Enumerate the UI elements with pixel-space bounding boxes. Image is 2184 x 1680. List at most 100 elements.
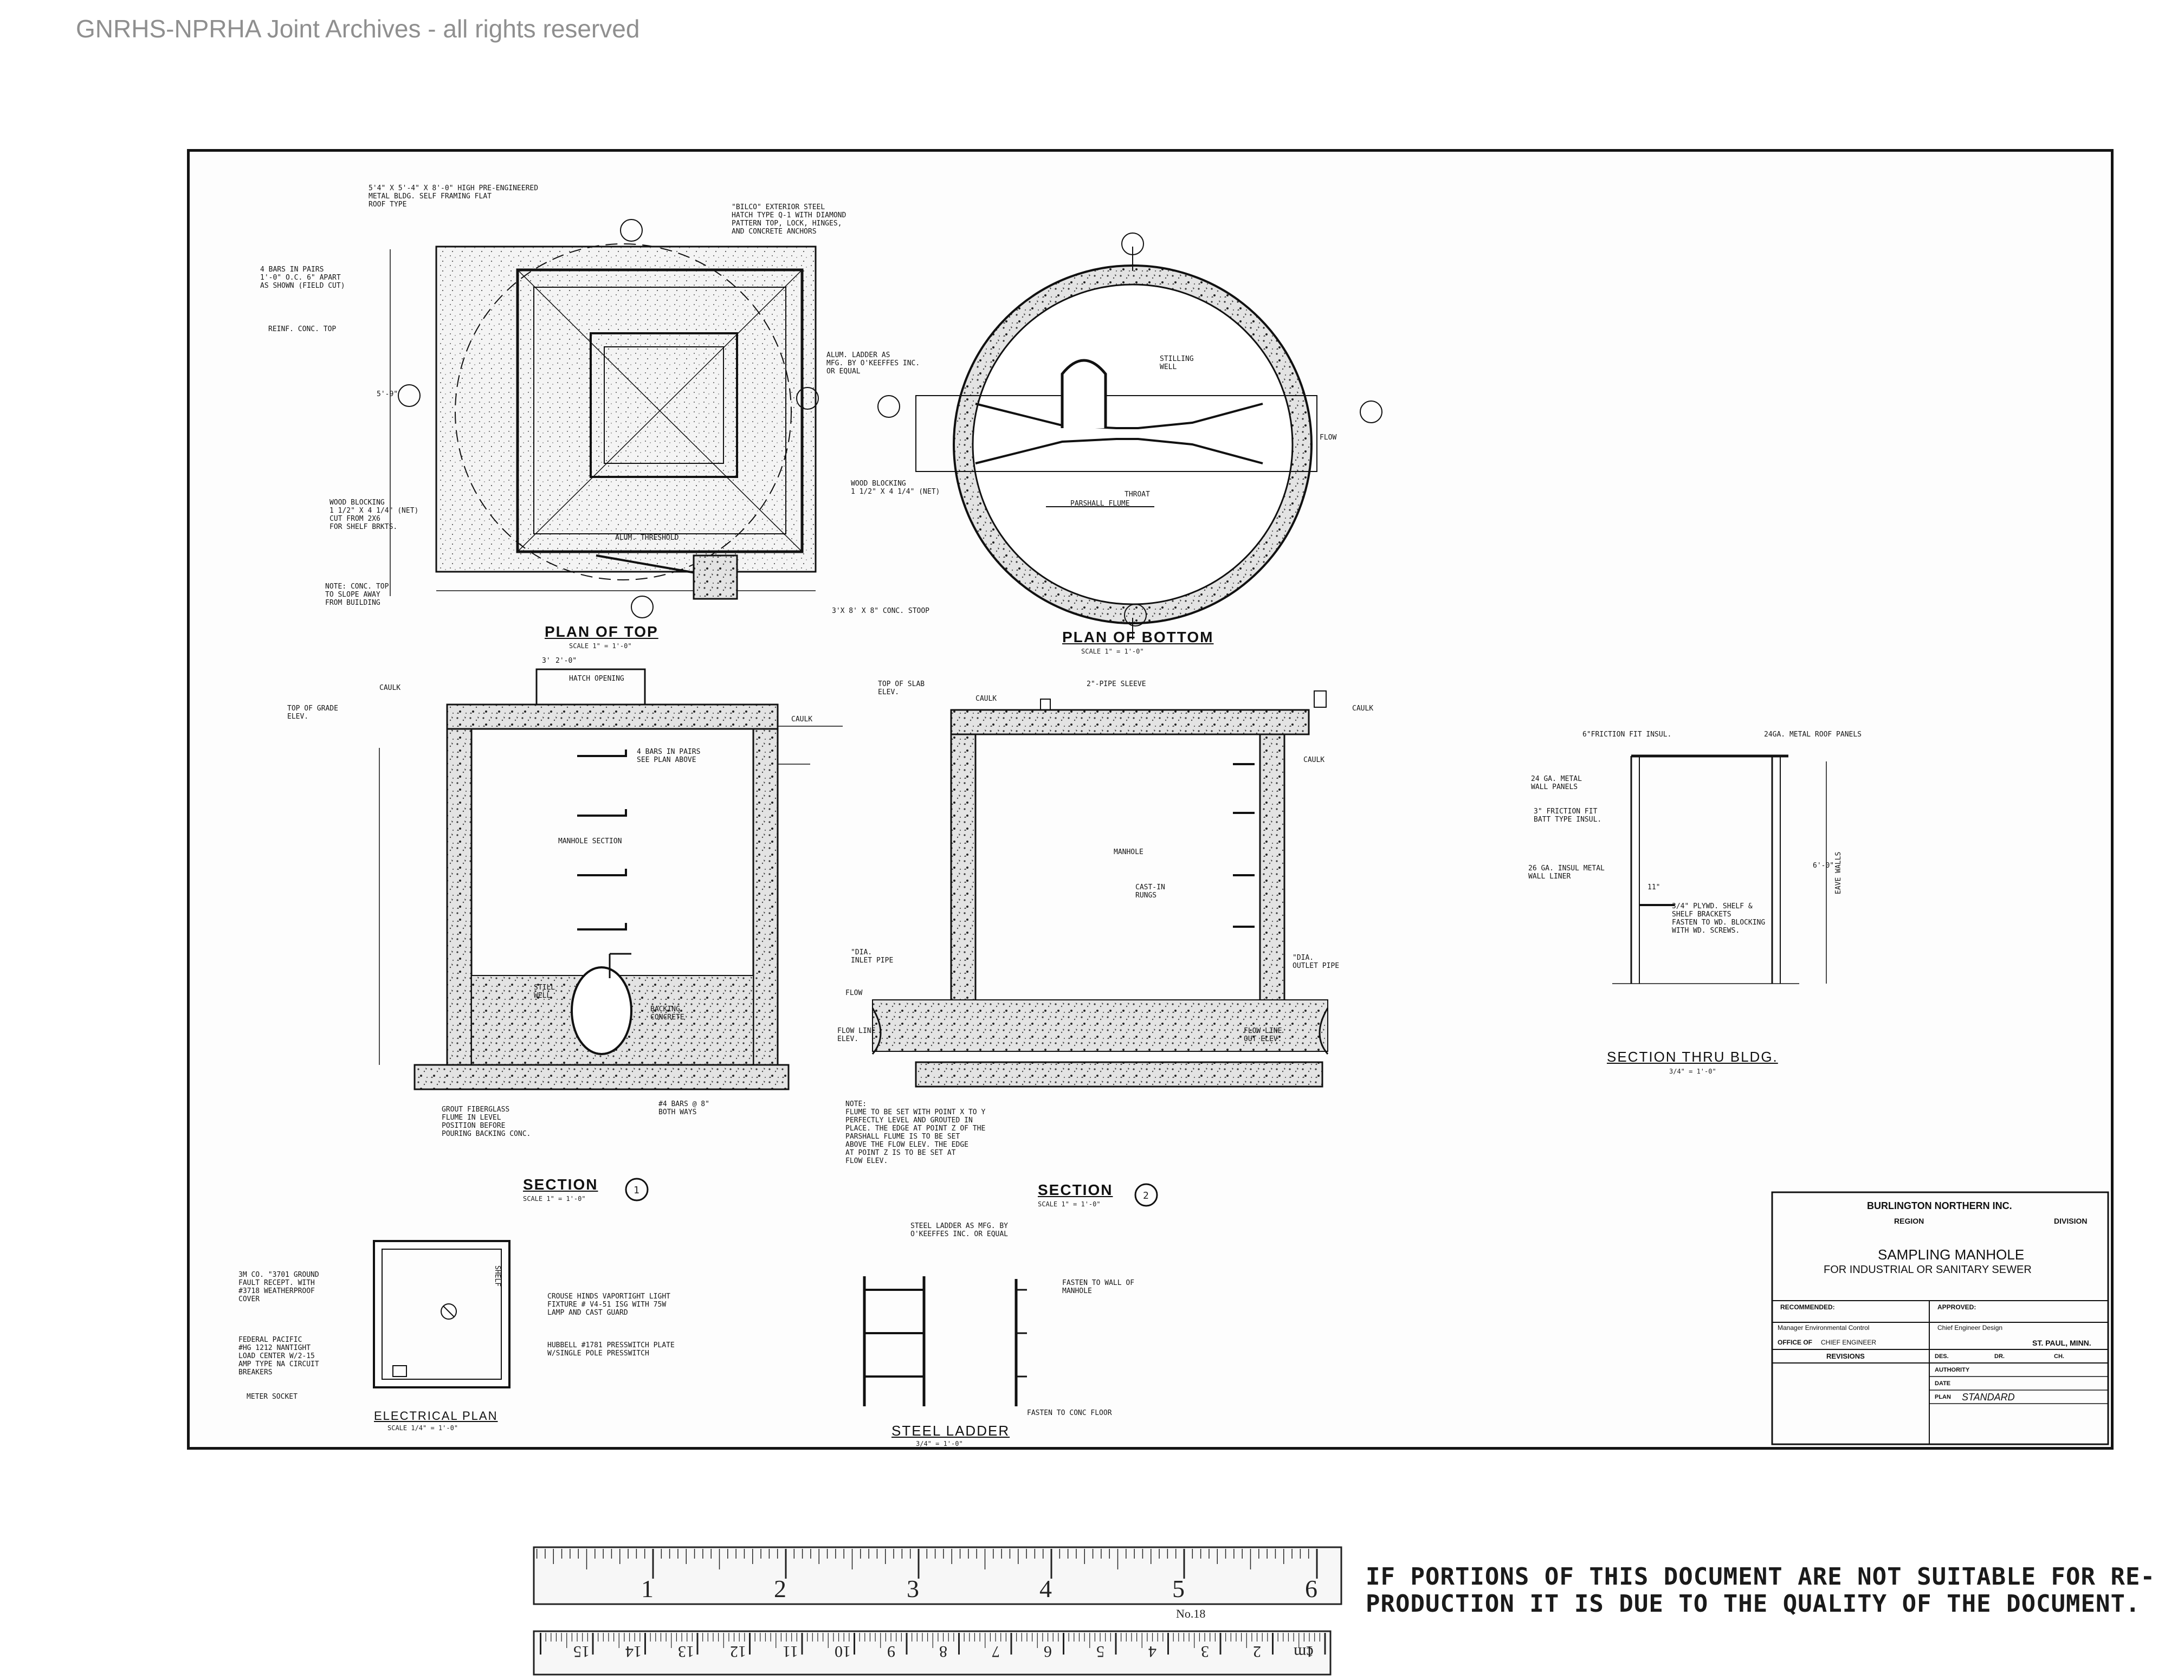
- steel-ladder-scale: 3/4" = 1'-0": [916, 1440, 963, 1448]
- title-block-division: DIVISION: [2054, 1217, 2088, 1225]
- note-bars-pairs: 4 BARS IN PAIRS 1'-0" O.C. 6" APART AS S…: [260, 266, 345, 290]
- title-block-company: BURLINGTON NORTHERN INC.: [1867, 1200, 2012, 1211]
- note-inlet-pipe: "DIA. INLET PIPE: [851, 948, 894, 965]
- title-block-plan-label: PLAN: [1935, 1394, 1951, 1400]
- note-manhole: MANHOLE: [1114, 848, 1143, 856]
- cm-label: 3: [1200, 1643, 1209, 1660]
- note-wood-blocking-left: WOOD BLOCKING 1 1/2" x 4 1/4" (NET) CUT …: [329, 499, 419, 531]
- note-grout: GROUT FIBERGLASS FLUME IN LEVEL POSITION…: [442, 1106, 531, 1138]
- cm-unit-label: cm: [1294, 1644, 1314, 1662]
- section-markers: [625, 1178, 1158, 1207]
- note-flow-line-out: FLOW LINE OUT ELEV.: [1244, 1027, 1282, 1043]
- note-pipe-sleeve: 2"-PIPE SLEEVE: [1087, 680, 1146, 688]
- cm-label: 10: [835, 1643, 851, 1660]
- note-fasten-floor: FASTEN TO CONC FLOOR: [1027, 1409, 1112, 1417]
- note-backing-concrete: BACKING CONCRETE: [650, 1005, 684, 1022]
- section-2-marker: 2: [1143, 1190, 1149, 1201]
- note-throat: THROAT: [1125, 490, 1150, 499]
- title-block-region: REGION: [1894, 1217, 1924, 1225]
- dim-3: 3': [542, 657, 551, 665]
- note-cast-in-rungs: CAST-IN RUNGS: [1135, 883, 1165, 900]
- note-caulk-1b: CAULK: [791, 715, 813, 723]
- note-caulk-3: CAULK: [1352, 705, 1374, 713]
- note-bars-see-plan: 4 BARS IN PAIRS SEE PLAN ABOVE: [637, 748, 701, 764]
- note-parshall-flume: PARSHALL FLUME: [1070, 500, 1130, 508]
- title-block-dr: DR.: [1994, 1353, 2005, 1360]
- electrical-plan-scale: SCALE 1/4" = 1'-0": [387, 1424, 458, 1432]
- inch-label: 1: [641, 1575, 654, 1603]
- ruler-ticks: [536, 1549, 1326, 1655]
- inch-label: 6: [1305, 1575, 1317, 1603]
- note-top-grade: TOP OF GRADE ELEV.: [287, 705, 338, 721]
- note-reinf-conc: REINF. CONC. TOP: [268, 325, 337, 333]
- note-steel-ladder: STEEL LADDER AS MFG. BY O'KEEFFES INC. O…: [910, 1222, 1009, 1238]
- note-still-well: STILL WELL: [534, 984, 555, 1000]
- reproduction-disclaimer: IF PORTIONS OF THIS DOCUMENT ARE NOT SUI…: [1366, 1563, 2155, 1618]
- title-block-recommended: RECOMMENDED:: [1780, 1303, 1835, 1311]
- note-outlet-pipe: "DIA. OUTLET PIPE: [1293, 954, 1340, 970]
- section-1-title: SECTION: [523, 1176, 598, 1193]
- section-2-title: SECTION: [1038, 1181, 1113, 1198]
- cm-label: 12: [730, 1643, 746, 1660]
- title-block-chief: Chief Engineer Design: [1937, 1324, 2003, 1332]
- steel-ladder-title: STEEL LADDER: [891, 1423, 1010, 1439]
- note-hatch-opening: HATCH OPENING: [569, 675, 624, 683]
- note-hatch: "BILCO" EXTERIOR STEEL HATCH TYPE Q-1 WI…: [732, 203, 847, 236]
- section-thru-bldg-scale: 3/4" = 1'-0": [1669, 1068, 1716, 1075]
- note-light-fixture: CROUSE HINDS VAPORTIGHT LIGHT FIXTURE # …: [547, 1293, 670, 1317]
- note-fasten-wall: FASTEN TO WALL OF MANHOLE: [1062, 1279, 1135, 1295]
- inch-label: 3: [907, 1575, 919, 1603]
- title-block-plan-value: STANDARD: [1962, 1392, 2015, 1403]
- dim-6-0: 6'-0": [1813, 862, 1834, 870]
- inch-label: 2: [774, 1575, 786, 1603]
- note-friction-fit: 6"FRICTION FIT INSUL.: [1582, 731, 1672, 739]
- note-manhole-section: MANHOLE SECTION: [558, 837, 622, 845]
- note-flow-2: FLOW: [845, 989, 863, 997]
- inch-ruler-graphic: [533, 1546, 1342, 1605]
- plan-of-top-title: PLAN OF TOP: [545, 623, 658, 640]
- title-block-revisions: REVISIONS: [1826, 1352, 1865, 1360]
- section-2-scale: SCALE 1" = 1'-0": [1038, 1200, 1101, 1208]
- note-building: 5'4" x 5'-4" x 8'-0" HIGH PRE-ENGINEERED…: [369, 184, 539, 209]
- title-block-city: ST. PAUL, MINN.: [2032, 1339, 2091, 1347]
- cm-label: 7: [991, 1643, 1000, 1660]
- section-1-marker: 1: [634, 1185, 639, 1196]
- section-1-drawing: [379, 668, 843, 1090]
- plan-of-top-drawing: [390, 219, 819, 618]
- note-flume-set: NOTE: FLUME TO BE SET WITH POINT X TO Y …: [845, 1100, 986, 1165]
- title-block-subtitle: FOR INDUSTRIAL OR SANITARY SEWER: [1824, 1264, 2032, 1276]
- plan-of-bottom-title: PLAN OF BOTTOM: [1062, 629, 1214, 645]
- cm-label: 2: [1253, 1643, 1261, 1660]
- plan-of-bottom-drawing: [877, 232, 1382, 639]
- note-wall-panels: 24 GA. METAL WALL PANELS: [1531, 775, 1582, 791]
- note-threshold: ALUM. THRESHOLD: [615, 534, 679, 542]
- note-conc-stoop: 3'x 8' x 8" CONC. STOOP: [832, 607, 930, 615]
- electrical-plan-drawing: [373, 1240, 511, 1388]
- cm-label: 8: [939, 1643, 947, 1660]
- note-alum-ladder: ALUM. LADDER AS MFG. BY O'KEEFFES INC. O…: [826, 351, 920, 376]
- title-block-des: DES.: [1935, 1353, 1949, 1360]
- note-stilling-well: STILLING WELL: [1160, 355, 1194, 371]
- note-wall-liner: 26 GA. INSUL METAL WALL LINER: [1528, 864, 1605, 881]
- inch-label: 4: [1039, 1575, 1052, 1603]
- title-block-office-name: CHIEF ENGINEER: [1821, 1339, 1877, 1346]
- cm-label: 9: [887, 1643, 895, 1660]
- note-caulk-4: CAULK: [1303, 756, 1325, 764]
- note-eave-walls: EAVE WALLS: [1834, 851, 1843, 894]
- plan-of-bottom-scale: SCALE 1" = 1'-0": [1081, 648, 1144, 655]
- cm-label: 14: [625, 1643, 642, 1660]
- note-bars-both-ways: #4 BARS @ 8" BOTH WAYS: [658, 1100, 709, 1116]
- title-block-title: SAMPLING MANHOLE: [1878, 1246, 2025, 1263]
- note-shelf: 3/4" PLYWD. SHELF & SHELF BRACKETS FASTE…: [1672, 902, 1766, 935]
- note-switch: HUBBELL #1781 PRESSWITCH PLATE W/SINGLE …: [547, 1341, 675, 1358]
- note-flow: FLOW: [1320, 434, 1337, 442]
- dim-5-9: 5'-9": [377, 390, 398, 398]
- dim-11: 11": [1647, 883, 1660, 891]
- cm-label: 6: [1044, 1643, 1052, 1660]
- note-caulk-1: CAULK: [379, 684, 401, 692]
- archive-watermark: GNRHS-NPRHA Joint Archives - all rights …: [76, 15, 640, 43]
- title-block-authority: AUTHORITY: [1935, 1367, 1970, 1373]
- cm-label: 5: [1096, 1643, 1104, 1660]
- title-block-ch: CH.: [2054, 1353, 2064, 1360]
